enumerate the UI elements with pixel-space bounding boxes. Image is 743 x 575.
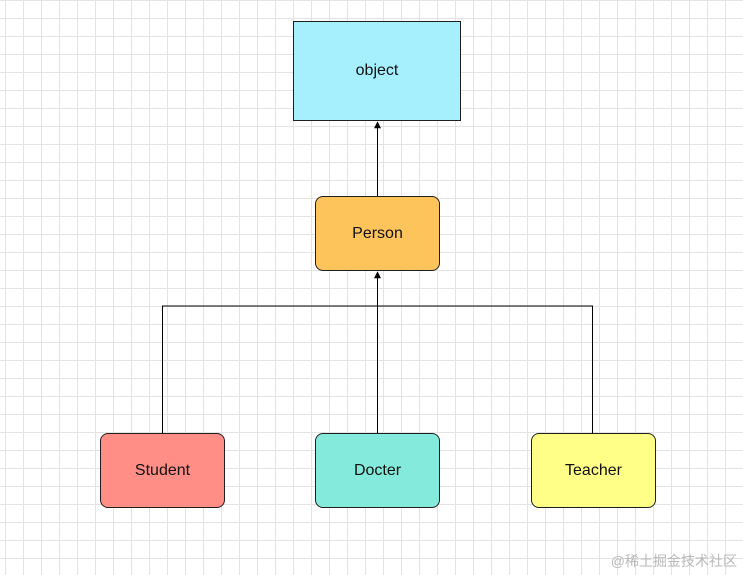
- node-teacher-label: Teacher: [565, 461, 622, 479]
- node-person-label: Person: [352, 224, 403, 242]
- node-docter[interactable]: Docter: [315, 433, 440, 508]
- edge-teacher-to-person: [377, 305, 593, 433]
- edge-student-to-person: [162, 305, 378, 433]
- node-student[interactable]: Student: [100, 433, 225, 508]
- node-teacher[interactable]: Teacher: [531, 433, 656, 508]
- node-person[interactable]: Person: [315, 196, 440, 271]
- watermark-text: @稀土掘金技术社区: [610, 553, 737, 569]
- node-student-label: Student: [134, 461, 191, 479]
- node-docter-label: Docter: [353, 461, 402, 479]
- node-object-label: object: [355, 62, 399, 79]
- node-object[interactable]: object: [293, 21, 461, 121]
